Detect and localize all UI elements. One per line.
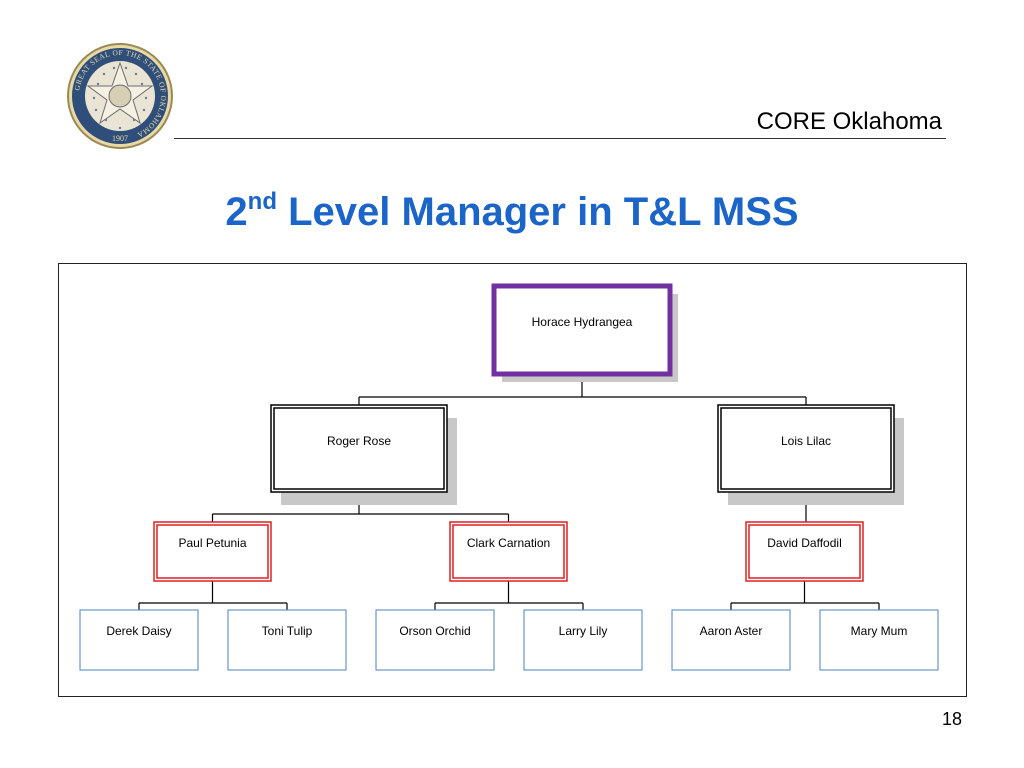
node-box-mary-mum — [819, 609, 939, 671]
slide-title: 2nd Level Manager in T&L MSS — [0, 188, 1024, 235]
node-inner-border — [452, 524, 565, 579]
svg-text:1907: 1907 — [112, 134, 128, 143]
node-label-mary-mum: Mary Mum — [851, 624, 908, 638]
node-box-david-daffodil — [745, 521, 864, 582]
node-label-roger-rose: Roger Rose — [327, 434, 391, 448]
state-seal-logo: GREAT SEAL OF THE STATE OF OKLAHOMA 1907 — [67, 43, 173, 149]
node-box-orson-orchid — [375, 609, 495, 671]
node-box-larry-lily — [523, 609, 643, 671]
node-inner-border — [720, 407, 892, 490]
node-box-lois-lilac — [717, 404, 895, 493]
header-divider — [174, 138, 946, 139]
node-inner-border — [748, 524, 861, 579]
node-label-lois-lilac: Lois Lilac — [781, 434, 831, 448]
node-box-toni-tulip — [227, 609, 347, 671]
node-inner-border — [273, 407, 445, 490]
title-superscript: nd — [247, 188, 277, 215]
node-label-derek-daisy: Derek Daisy — [106, 624, 171, 638]
title-prefix: 2 — [225, 190, 248, 234]
node-label-horace-hydrangea: Horace Hydrangea — [532, 315, 633, 329]
node-label-david-daffodil: David Daffodil — [767, 536, 841, 550]
node-label-larry-lily: Larry Lily — [559, 624, 608, 638]
node-box-paul-petunia — [153, 521, 272, 582]
node-label-aaron-aster: Aaron Aster — [700, 624, 763, 638]
node-box-roger-rose — [270, 404, 448, 493]
org-name: CORE Oklahoma — [756, 108, 942, 135]
node-label-clark-carnation: Clark Carnation — [467, 536, 550, 550]
node-box-derek-daisy — [79, 609, 199, 671]
node-label-toni-tulip: Toni Tulip — [262, 624, 313, 638]
node-box-clark-carnation — [449, 521, 568, 582]
node-label-paul-petunia: Paul Petunia — [178, 536, 246, 550]
node-inner-border — [156, 524, 269, 579]
node-label-orson-orchid: Orson Orchid — [399, 624, 470, 638]
node-box-horace-hydrangea — [491, 283, 673, 377]
node-box-aaron-aster — [671, 609, 791, 671]
title-rest: Level Manager in T&L MSS — [276, 190, 799, 234]
page-number: 18 — [941, 709, 962, 729]
